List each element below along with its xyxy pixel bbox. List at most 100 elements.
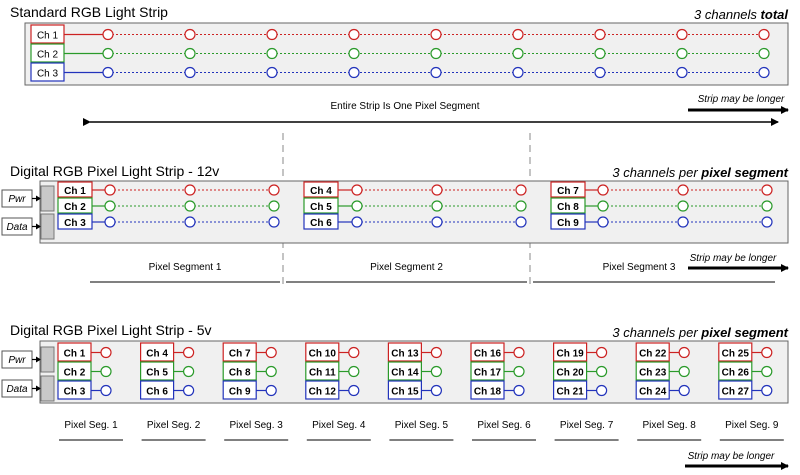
led-node bbox=[761, 184, 773, 196]
segment-label: Pixel Seg. 8 bbox=[643, 420, 697, 431]
strip12v-title: Digital RGB Pixel Light Strip - 12v bbox=[10, 163, 219, 179]
standard-segment-label: Entire Strip Is One Pixel Segment bbox=[331, 101, 480, 112]
channel-label: Ch 8 bbox=[557, 202, 579, 213]
channel-label: Ch 6 bbox=[310, 218, 332, 229]
led-node bbox=[758, 47, 770, 60]
led-node bbox=[183, 384, 195, 397]
led-node bbox=[348, 66, 360, 79]
channel-label: Ch 16 bbox=[474, 349, 502, 360]
led-node bbox=[761, 200, 773, 212]
channel-label: Ch 27 bbox=[722, 387, 750, 398]
standard-title: Standard RGB Light Strip bbox=[10, 4, 168, 20]
channel-label: Ch 1 bbox=[37, 31, 59, 42]
led-node bbox=[761, 384, 773, 397]
led-node bbox=[104, 216, 116, 228]
channel-label: Ch 6 bbox=[146, 387, 168, 398]
segment-label: Pixel Seg. 1 bbox=[64, 420, 118, 431]
led-node bbox=[102, 28, 114, 41]
channel-label: Ch 9 bbox=[229, 387, 251, 398]
channel-label: Ch 22 bbox=[639, 349, 667, 360]
led-node bbox=[184, 200, 196, 212]
channel-label: Ch 2 bbox=[37, 50, 59, 61]
led-node bbox=[348, 28, 360, 41]
channel-label: Ch 4 bbox=[146, 349, 168, 360]
strip12v-channels: Ch 1Ch 2Ch 3Ch 4Ch 5Ch 6Ch 7Ch 8Ch 9 bbox=[57, 181, 773, 230]
led-node bbox=[594, 28, 606, 41]
channel-label: Ch 3 bbox=[64, 218, 86, 229]
channel-label: Ch 17 bbox=[474, 368, 502, 379]
standard-count-prefix: 3 channels bbox=[694, 7, 761, 22]
channel-label: Ch 2 bbox=[64, 368, 86, 379]
led-node bbox=[351, 200, 363, 212]
led-node bbox=[678, 346, 690, 359]
led-node bbox=[348, 384, 360, 397]
channel-label: Ch 15 bbox=[391, 387, 419, 398]
channel-label: Ch 21 bbox=[556, 387, 584, 398]
channel-label: Ch 26 bbox=[722, 368, 750, 379]
channel-label: Ch 1 bbox=[64, 349, 86, 360]
led-node bbox=[265, 384, 277, 397]
led-node bbox=[515, 216, 527, 228]
channel-label: Ch 18 bbox=[474, 387, 502, 398]
channel-label: Ch 14 bbox=[391, 368, 419, 379]
led-node bbox=[100, 346, 112, 359]
channel-label: Ch 1 bbox=[64, 186, 86, 197]
led-node bbox=[183, 365, 195, 378]
led-node bbox=[268, 200, 280, 212]
input-connector bbox=[40, 375, 55, 402]
led-node bbox=[512, 66, 524, 79]
led-node bbox=[678, 365, 690, 378]
led-node bbox=[102, 66, 114, 79]
led-node bbox=[266, 47, 278, 60]
led-node bbox=[348, 365, 360, 378]
channel-label: Ch 4 bbox=[310, 186, 332, 197]
led-node bbox=[348, 346, 360, 359]
led-node bbox=[761, 346, 773, 359]
strip12v-channel-count: 3 channels per pixel segment bbox=[612, 165, 788, 180]
led-node bbox=[512, 47, 524, 60]
led-node bbox=[758, 28, 770, 41]
channel-label: Ch 5 bbox=[146, 368, 168, 379]
data-input-label: Data bbox=[6, 222, 28, 233]
channel-label: Ch 7 bbox=[229, 349, 251, 360]
pwr-input-label: Pwr bbox=[8, 194, 26, 205]
channel-label: Ch 10 bbox=[309, 349, 337, 360]
strip12v-longer-note: Strip may be longer bbox=[690, 253, 777, 264]
segment-label: Pixel Seg. 7 bbox=[560, 420, 614, 431]
segment-label: Pixel Seg. 9 bbox=[725, 420, 779, 431]
led-node bbox=[351, 184, 363, 196]
strip5v-count-prefix: 3 channels per bbox=[612, 325, 701, 340]
led-node bbox=[268, 184, 280, 196]
led-node bbox=[515, 200, 527, 212]
led-node bbox=[597, 216, 609, 228]
segment-label: Pixel Segment 2 bbox=[370, 262, 443, 273]
led-node bbox=[265, 365, 277, 378]
input-connector bbox=[40, 213, 55, 240]
segment-label: Pixel Segment 3 bbox=[603, 262, 676, 273]
led-node bbox=[265, 346, 277, 359]
channel-label: Ch 2 bbox=[64, 202, 86, 213]
led-node bbox=[431, 184, 443, 196]
strip5v-channel-count: 3 channels per pixel segment bbox=[612, 325, 788, 340]
led-node bbox=[430, 365, 442, 378]
led-node bbox=[597, 184, 609, 196]
led-node bbox=[676, 47, 688, 60]
led-node bbox=[676, 28, 688, 41]
segment-label: Pixel Seg. 4 bbox=[312, 420, 366, 431]
led-node bbox=[513, 365, 525, 378]
led-node bbox=[431, 216, 443, 228]
input-arrowhead bbox=[36, 223, 41, 230]
led-node bbox=[597, 200, 609, 212]
led-node bbox=[104, 184, 116, 196]
strip5v-longer-note: Strip may be longer bbox=[688, 451, 775, 462]
pwr-input-label: Pwr bbox=[8, 355, 26, 366]
standard-strip-channels: Ch 1Ch 2Ch 3 bbox=[30, 24, 770, 82]
input-arrowhead bbox=[36, 195, 41, 202]
led-node bbox=[348, 47, 360, 60]
led-node bbox=[677, 200, 689, 212]
strip5v-title: Digital RGB Pixel Light Strip - 5v bbox=[10, 322, 212, 338]
channel-label: Ch 3 bbox=[64, 387, 86, 398]
led-node bbox=[512, 28, 524, 41]
